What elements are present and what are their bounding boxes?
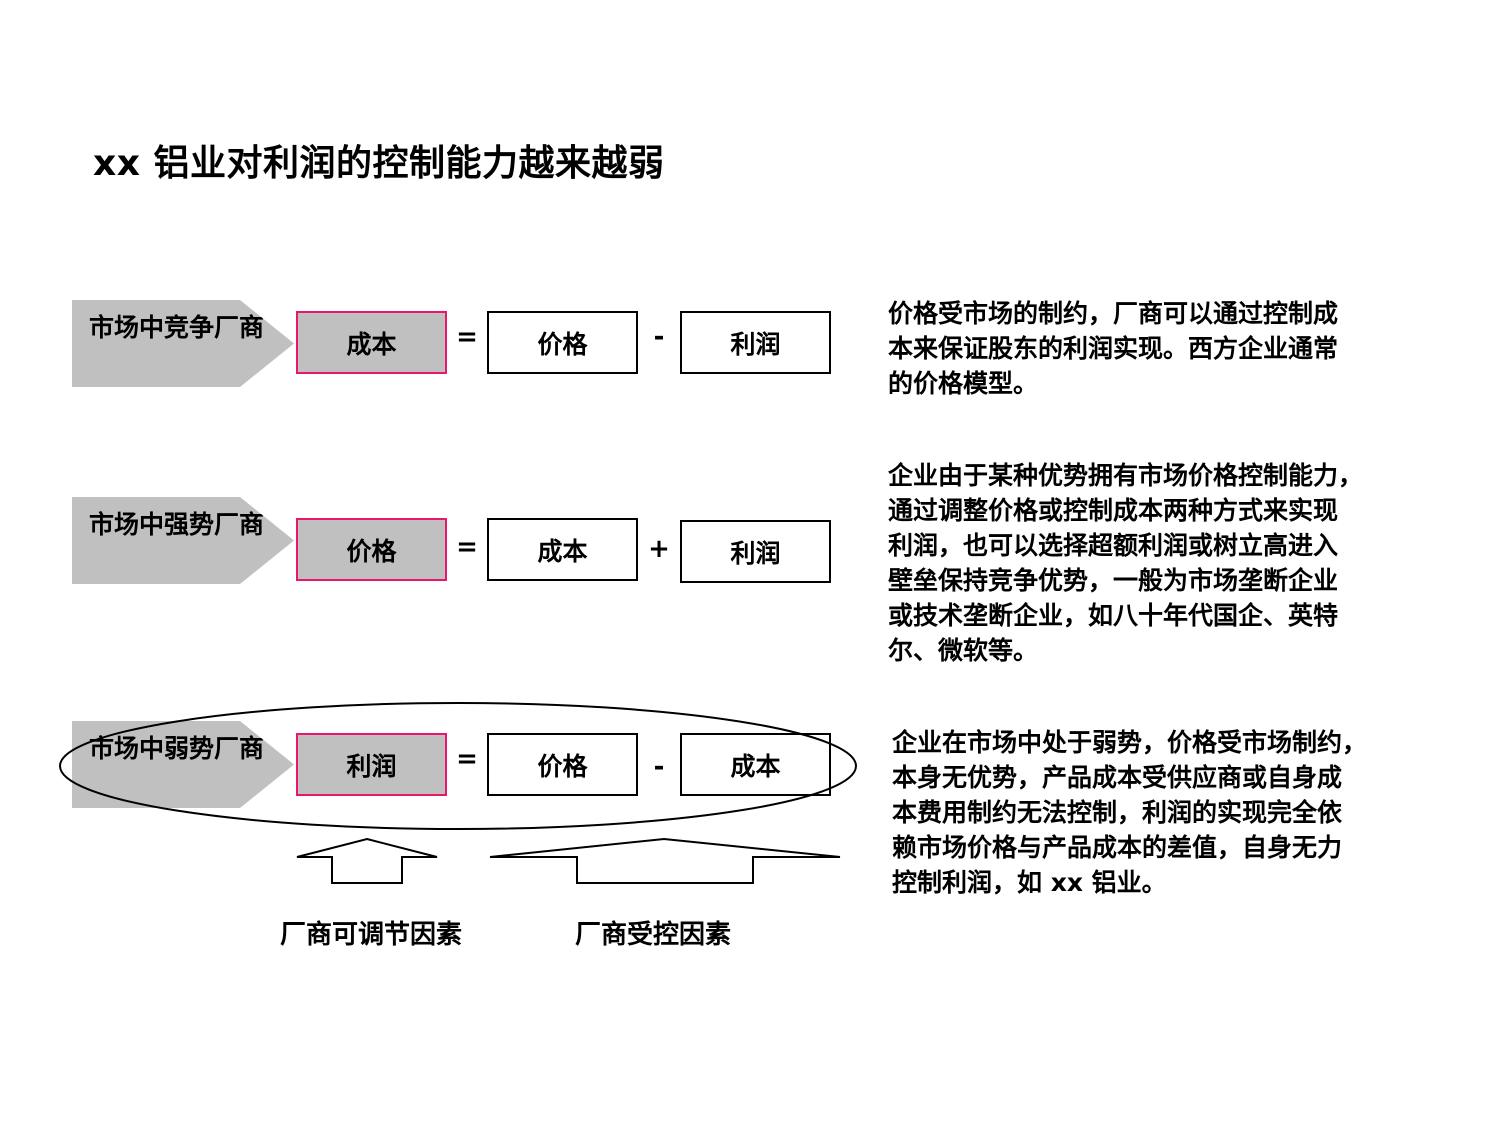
controlled-factors-label: 厂商受控因素 xyxy=(575,920,732,950)
minus-operator: - xyxy=(653,752,665,782)
tag-weak-vendor: 市场中弱势厂商 xyxy=(72,721,294,808)
formula-term2-box: 成本 xyxy=(680,733,831,796)
formula-key-box: 成本 xyxy=(296,311,447,374)
row-description: 企业由于某种优势拥有市场价格控制能力， 通过调整价格或控制成本两种方式来实现 利… xyxy=(888,461,1364,665)
row-description: 价格受市场的制约，厂商可以通过控制成 本来保证股东的利润实现。西方企业通常 的价… xyxy=(888,299,1339,398)
formula-term1-box: 成本 xyxy=(487,518,638,581)
adjustable-factors-label: 厂商可调节因素 xyxy=(280,920,463,950)
formula-term2-box: 利润 xyxy=(680,311,831,374)
row-description: 企业在市场中处于弱势，价格受市场制约， 本身无优势，产品成本受供应商或自身成 本… xyxy=(892,728,1368,897)
formula-term1-box: 价格 xyxy=(487,733,638,796)
equals-operator: = xyxy=(456,322,478,352)
equals-operator: = xyxy=(456,532,478,562)
tag-competitive-vendor: 市场中竞争厂商 xyxy=(72,300,294,387)
formula-term2-box: 利润 xyxy=(680,520,831,583)
tag-label: 市场中弱势厂商 xyxy=(89,734,265,763)
tag-label: 市场中竞争厂商 xyxy=(89,313,265,342)
tag-dominant-vendor: 市场中强势厂商 xyxy=(72,497,294,584)
formula-key-box: 利润 xyxy=(296,733,447,796)
adjustable-factor-arrow-icon xyxy=(296,837,438,884)
formula-term1-box: 价格 xyxy=(487,311,638,374)
controlled-factor-arrow-icon xyxy=(489,837,841,884)
page-title: xx 铝业对利润的控制能力越来越弱 xyxy=(93,143,665,184)
plus-operator: + xyxy=(648,534,670,564)
minus-operator: - xyxy=(653,322,665,352)
formula-key-box: 价格 xyxy=(296,518,447,581)
tag-label: 市场中强势厂商 xyxy=(89,510,265,539)
equals-operator: = xyxy=(456,744,478,774)
